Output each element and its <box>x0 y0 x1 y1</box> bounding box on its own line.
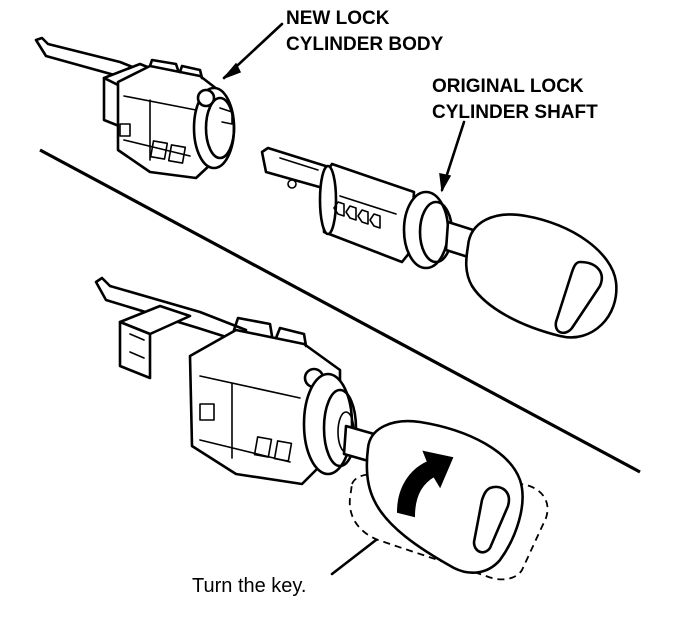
original-shaft-arrowhead <box>439 173 452 193</box>
turn-key-label: Turn the key. <box>192 575 307 597</box>
new-lock-label-line1: NEW LOCK <box>286 8 390 29</box>
original-shaft-label-line1: ORIGINAL LOCK <box>432 76 584 97</box>
original-shaft-label-line2: CYLINDER SHAFT <box>432 102 598 123</box>
assembled-lock-cylinder <box>94 276 390 486</box>
turn-arrow-icon <box>396 450 454 518</box>
key-original-position-outline <box>348 473 549 581</box>
new-lock-arrowhead <box>223 62 242 79</box>
original-lock-cylinder-shaft <box>260 146 618 339</box>
turn-key-leader <box>330 538 378 576</box>
section-divider <box>39 148 641 474</box>
new-lock-label-line2: CYLINDER BODY <box>286 34 444 55</box>
key-head <box>365 419 524 574</box>
new-lock-cylinder-body <box>34 36 236 180</box>
